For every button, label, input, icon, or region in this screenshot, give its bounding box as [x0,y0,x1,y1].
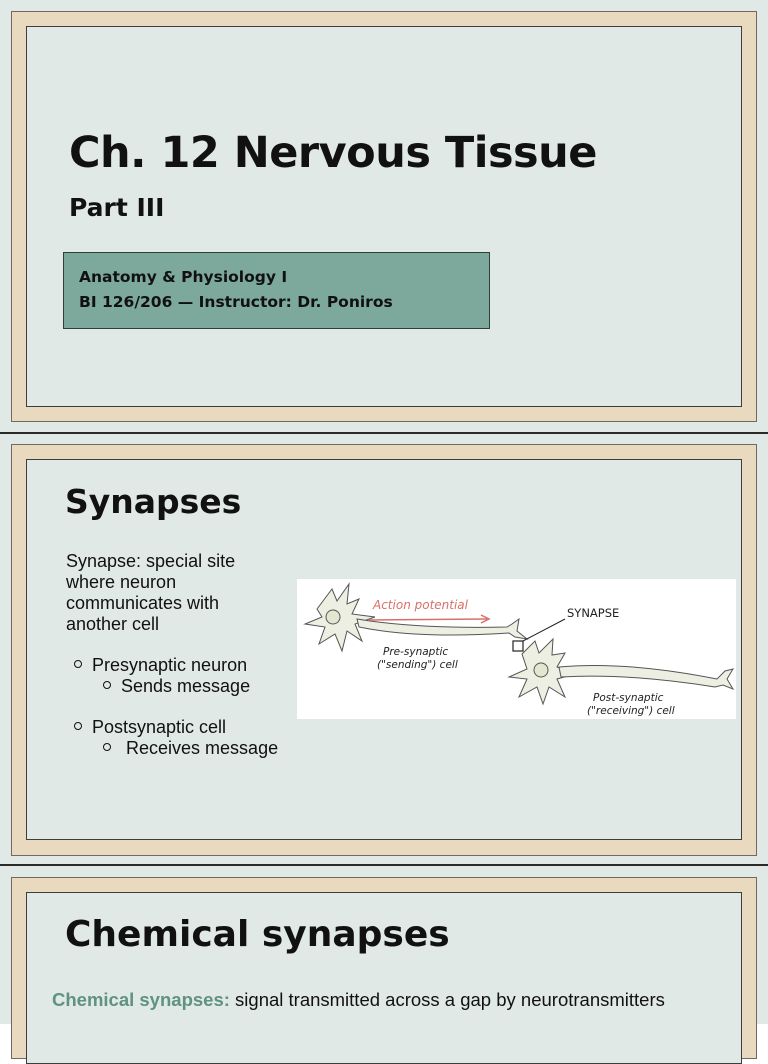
definition-line: Synapse: special site [66,551,236,571]
synapse-diagram: Action potential SYNAPSE Pre-synaptic ("… [297,579,736,719]
bullet-presynaptic: Presynaptic neuron [74,655,247,676]
presynaptic-label-sub: ("sending") cell [377,659,458,671]
definition-line: where neuron [66,572,177,592]
course-info-box: Anatomy & Physiology I BI 126/206 — Inst… [63,252,490,329]
slide-separator [0,864,768,866]
slide-separator [0,432,768,434]
slide-title-heading: Ch. 12 Nervous Tissue [69,128,597,178]
sub-bullet-sends: Sends message [103,676,250,697]
course-instructor: BI 126/206 — Instructor: Dr. Poniros [79,293,393,311]
bullet-circle-icon [74,660,82,669]
slide-subtitle: Part III [69,193,165,222]
chemical-synapses-text: signal transmitted across a gap by neuro… [229,989,665,1010]
sub-bullet-label: Receives message [126,738,279,758]
bullet-circle-icon [74,722,82,731]
chemical-synapses-term: Chemical synapses: [52,989,230,1010]
action-potential-arrow [368,618,488,621]
neuron-illustration: Action potential SYNAPSE Pre-synaptic ("… [303,582,735,717]
postsynaptic-label-sub: ("receiving") cell [587,705,675,717]
chemical-synapses-definition: Chemical synapses: signal transmitted ac… [52,989,665,1011]
sub-bullet-label: Sends message [121,676,251,696]
bullet-circle-icon [103,681,111,690]
synapse-marker [512,640,524,652]
bullet-circle-icon [103,743,111,752]
synapses-heading: Synapses [65,482,242,521]
bullet-label: Postsynaptic cell [92,717,227,737]
synapse-label: SYNAPSE [567,606,619,620]
action-potential-label: Action potential [372,598,469,612]
postsynaptic-neuron-icon [507,637,735,706]
chemical-synapses-heading: Chemical synapses [65,914,450,955]
course-name: Anatomy & Physiology I [79,268,288,286]
slide-title: Ch. 12 Nervous Tissue Part III Anatomy &… [0,0,768,432]
postsynaptic-label: Post-synaptic [593,692,664,704]
bullet-label: Presynaptic neuron [92,655,248,675]
sub-bullet-receives: Receives message [103,738,278,759]
slide-inner-panel [26,26,742,407]
definition-line: communicates with [66,593,220,613]
definition-line: another cell [66,614,160,634]
presynaptic-neuron-icon [303,582,529,653]
synapse-definition: Synapse: special site where neuron commu… [66,551,235,635]
bullet-postsynaptic: Postsynaptic cell [74,717,226,738]
presynaptic-label: Pre-synaptic [383,646,448,658]
